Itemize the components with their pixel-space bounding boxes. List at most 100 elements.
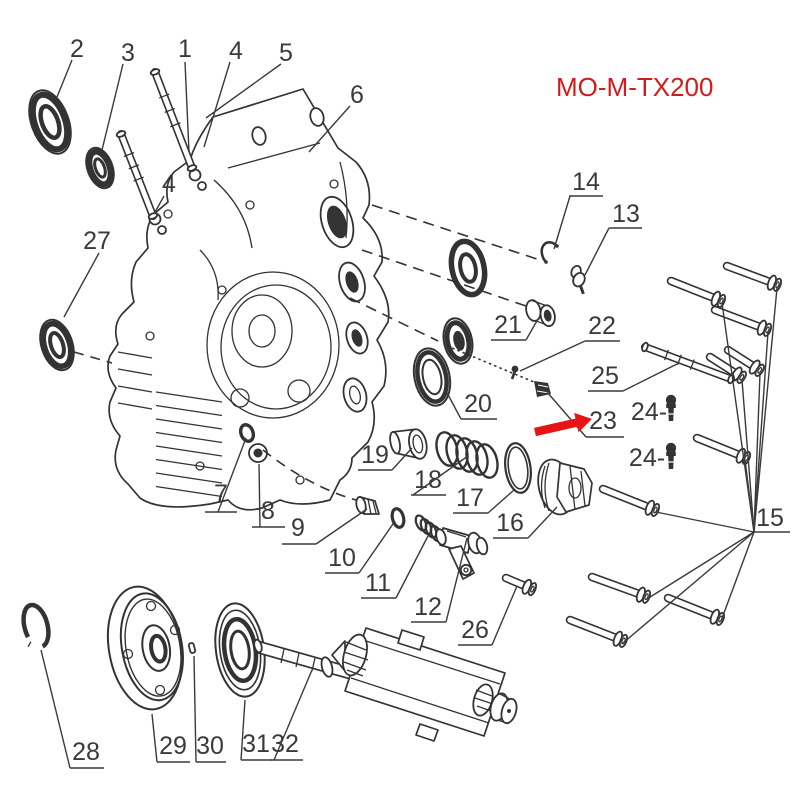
leader-line	[151, 713, 158, 763]
part-label-17: 17	[456, 484, 484, 512]
bolt-drawing	[722, 261, 783, 292]
red-arrow	[534, 412, 592, 437]
part-label-31: 31	[242, 730, 270, 758]
leader-line	[584, 227, 610, 276]
part-label-28: 28	[72, 738, 100, 766]
part-label-7: 7	[214, 480, 228, 508]
stud-drawing	[115, 130, 159, 220]
stud-drawing	[149, 68, 198, 172]
leader-line	[240, 699, 246, 761]
part-label-15: 15	[756, 504, 784, 532]
part-label-12: 12	[414, 593, 442, 621]
plug-19-drawing	[389, 428, 428, 460]
part-label-10: 10	[328, 544, 356, 572]
pin-30-drawing	[187, 642, 197, 654]
leader-line	[40, 649, 71, 769]
part-label-30: 30	[196, 732, 224, 760]
bearing-27-drawing	[39, 318, 75, 372]
part-label-9: 9	[291, 514, 305, 542]
bolt-drawing	[587, 572, 652, 604]
bushing-21-drawing	[525, 299, 556, 327]
bolt-fan-lines	[622, 287, 778, 644]
part-label-25: 25	[591, 362, 619, 390]
leader-line	[315, 508, 368, 545]
rivet-24-drawing	[665, 442, 677, 469]
dash-axis	[73, 351, 113, 364]
part-label-6: 6	[350, 81, 364, 109]
part-label-26: 26	[461, 616, 489, 644]
part-label-4: 4	[229, 37, 243, 65]
bolt-drawing	[663, 593, 726, 627]
flywheel-29-drawing	[106, 585, 184, 711]
leader-line	[184, 61, 190, 153]
circlip-14-drawing	[540, 241, 559, 264]
leader-line	[553, 195, 571, 250]
o-ring-17-drawing	[504, 442, 532, 494]
bolt-drawing	[666, 276, 727, 308]
dash-axis	[349, 297, 439, 342]
part-label-18: 18	[414, 466, 442, 494]
part-label-29: 29	[159, 732, 187, 760]
leader-line	[412, 455, 469, 496]
circlip-28-drawing	[21, 602, 51, 650]
leader-line	[445, 390, 462, 420]
bolt-drawing	[723, 345, 765, 377]
leader-line	[205, 63, 282, 119]
leader-line	[491, 585, 518, 646]
leader-line	[217, 437, 247, 513]
leader-line	[193, 655, 197, 763]
part-label-21: 21	[494, 311, 522, 339]
leader-line	[622, 363, 678, 392]
fan-leader-line	[655, 511, 755, 533]
part-label-4: 4	[162, 170, 176, 198]
part-label-20: 20	[464, 390, 492, 418]
cooling-fins	[117, 351, 223, 498]
part-label-24: 24-	[631, 398, 667, 426]
oil-seal-mid-drawing	[442, 317, 474, 365]
spring-18-drawing	[435, 431, 499, 479]
balance-shaft-32-drawing	[253, 627, 518, 742]
fan-leader-line	[744, 459, 755, 533]
dash-axis	[262, 449, 357, 501]
part-label-27: 27	[83, 227, 111, 255]
part-label-14: 14	[572, 168, 600, 196]
part-label-19: 19	[361, 441, 389, 469]
leader-line	[395, 533, 430, 599]
leader-line	[358, 520, 396, 574]
breather-7-drawing	[238, 423, 268, 463]
dash-axis	[361, 249, 527, 307]
fan-leader-line	[753, 331, 769, 533]
leader-line	[273, 669, 313, 761]
part-label-13: 13	[612, 200, 640, 228]
part-label-1: 1	[178, 35, 192, 63]
fan-leader-line	[720, 531, 755, 622]
bolt-drawing	[710, 305, 773, 337]
rivet-24-drawing	[665, 394, 677, 421]
leader-line	[519, 340, 586, 372]
bearing-2-drawing	[28, 89, 72, 155]
leader-line	[525, 318, 539, 341]
leader-line	[101, 63, 124, 151]
leader-line	[63, 252, 100, 318]
leader-line	[56, 59, 73, 98]
bolt-13-drawing	[570, 265, 586, 295]
bolt-drawing	[565, 615, 629, 648]
bolts-drawing	[115, 68, 783, 648]
cone-9-drawing	[355, 496, 380, 515]
part-label-8: 8	[261, 497, 275, 525]
oil-seal-3-drawing	[85, 146, 115, 190]
dowel-22-drawing	[510, 365, 519, 380]
leader-line	[203, 61, 231, 148]
part-label-11: 11	[365, 569, 391, 597]
leader-line	[153, 195, 165, 215]
bolt-drawing	[598, 484, 661, 518]
part-label-24: 24-	[629, 444, 665, 472]
leader-line	[308, 105, 351, 153]
plug-16-drawing	[537, 458, 593, 516]
leader-line	[391, 447, 413, 471]
washer-10-drawing	[390, 507, 406, 529]
dash-axis	[451, 347, 535, 383]
